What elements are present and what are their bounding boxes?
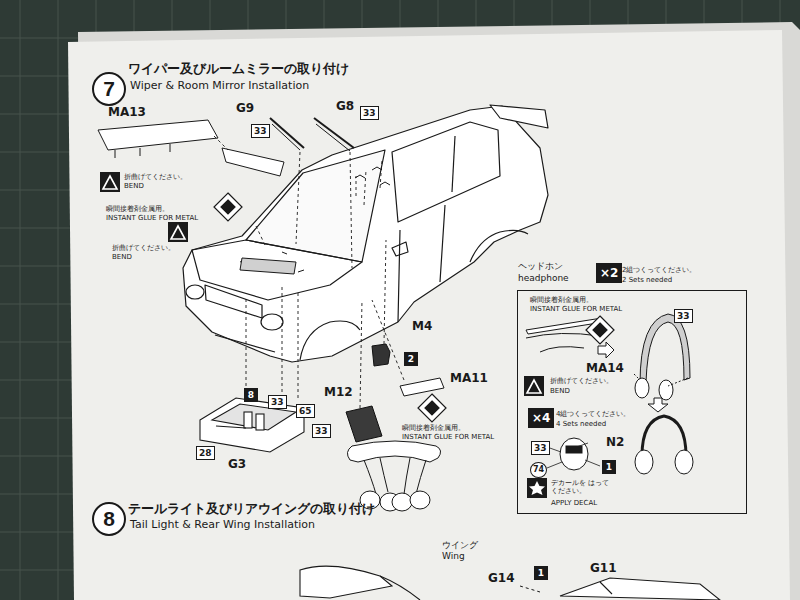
instruction-note: ウイング: [442, 540, 478, 550]
step-number: 7: [92, 72, 126, 106]
quantity-box: ×2: [596, 263, 622, 283]
node-text: 1: [537, 567, 545, 579]
part-name: M4: [412, 320, 432, 334]
paint-color-circle: 74: [530, 462, 547, 478]
instruction-note: BEND: [550, 387, 570, 395]
panel-heading: headphone: [518, 273, 569, 284]
node-text: 74: [533, 463, 544, 477]
instruction-note: 瞬間接着剤金属用。: [402, 424, 465, 432]
paint-color-box: 1: [602, 460, 616, 474]
node-text: 65: [299, 405, 312, 417]
instruction-note: デカールを はってください。: [551, 479, 613, 495]
instruction-note: APPLY DECAL: [551, 499, 597, 507]
part-name: MA13: [108, 106, 146, 120]
part-name: MA11: [450, 372, 488, 386]
instruction-note: 4 Sets needed: [556, 420, 606, 428]
instruction-note: 瞬間接着剤金属用。: [106, 205, 169, 213]
node-text: 33: [315, 425, 328, 437]
part-name: G14: [488, 572, 515, 586]
part-number-box: 33: [268, 395, 287, 409]
paint-color-box: 1: [534, 566, 548, 580]
node-text: 33: [534, 442, 547, 454]
part-number-box: 28: [196, 446, 215, 460]
part-name: MA14: [586, 362, 624, 376]
node-text: 8: [103, 507, 115, 531]
part-name: N2: [606, 436, 624, 450]
quantity-box: ×4: [528, 408, 554, 428]
part-name: ワイパー及びルームミラーの取り付け: [128, 62, 349, 77]
node-text: 7: [103, 77, 115, 101]
node-text: 33: [271, 396, 284, 408]
node-text: ×2: [600, 264, 618, 282]
step-number: 8: [92, 502, 126, 536]
part-name: G11: [590, 562, 617, 576]
instruction-note: 折曲げてください。: [550, 377, 613, 385]
instruction-note: Wing: [442, 551, 465, 561]
step-title: Tail Light & Rear Wing Installation: [130, 519, 315, 532]
step-title: Wiper & Room Mirror Installation: [130, 80, 309, 93]
part-number-box: 33: [531, 441, 550, 455]
part-number-box: 33: [674, 309, 693, 323]
part-number-box: 33: [360, 106, 379, 120]
node-text: 33: [363, 107, 376, 119]
node-text: 33: [677, 310, 690, 322]
instruction-note: INSTANT GLUE FOR METAL: [530, 305, 622, 313]
part-name: テールライト及びリアウイングの取り付け: [128, 502, 375, 517]
paint-color-box: 2: [404, 352, 418, 366]
instruction-note: BEND: [112, 253, 132, 261]
paint-color-box: 8: [244, 388, 258, 402]
instruction-note: 4組つくってください。: [556, 410, 630, 418]
instruction-note: 折曲げてください。: [112, 244, 175, 252]
node-text: 2: [407, 353, 415, 365]
part-number-box: 33: [251, 124, 270, 138]
panel-heading: ヘッドホン: [518, 261, 563, 272]
node-text: 1: [605, 461, 613, 473]
part-name: G8: [336, 100, 354, 114]
node-text: ×4: [532, 409, 550, 427]
node-text: 8: [247, 389, 255, 401]
instruction-note: INSTANT GLUE FOR METAL: [106, 214, 198, 222]
part-number-box: 33: [312, 424, 331, 438]
instruction-note: 2 Sets needed: [622, 276, 672, 284]
instruction-note: 瞬間接着剤金属用。: [530, 296, 593, 304]
instruction-note: 折曲げてください。: [124, 173, 187, 181]
instruction-note: INSTANT GLUE FOR METAL: [402, 433, 494, 441]
instruction-note: 2組つくってください。: [622, 266, 696, 274]
instruction-note: BEND: [124, 182, 144, 190]
node-text: 28: [199, 447, 212, 459]
node-text: 33: [254, 125, 267, 137]
part-number-box: 65: [296, 404, 315, 418]
part-name: M12: [324, 386, 353, 400]
part-name: G9: [236, 102, 254, 116]
part-name: G3: [228, 458, 246, 472]
